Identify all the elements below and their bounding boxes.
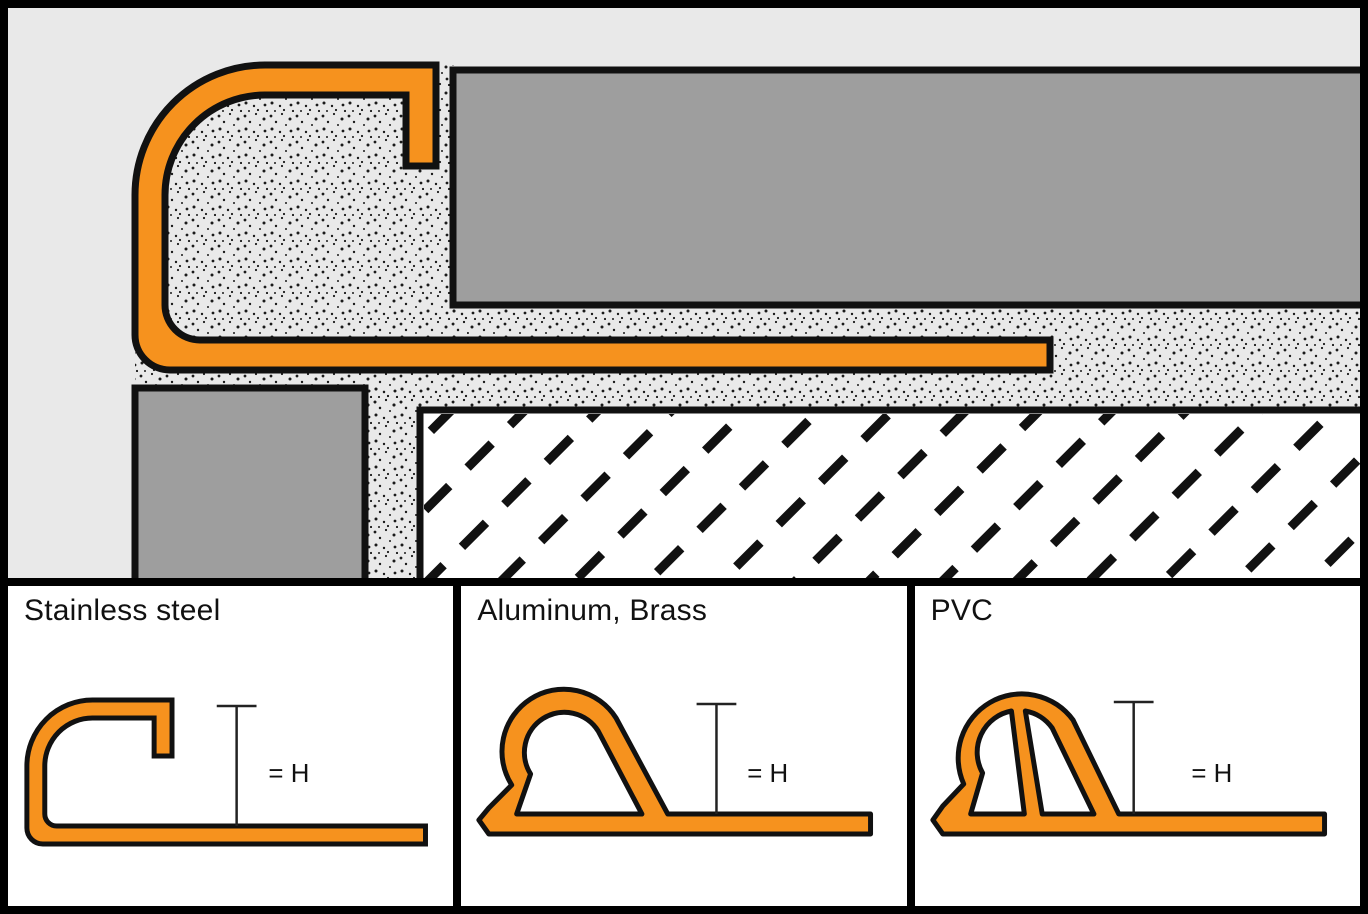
height-label: = H	[268, 760, 309, 788]
mortar-stipple-joint	[358, 388, 426, 578]
height-label: = H	[1191, 760, 1232, 788]
aluminum-brass-profile-drawing: = H	[476, 686, 874, 837]
substrate	[416, 406, 1360, 578]
panel-label: PVC	[930, 594, 993, 627]
panel-stainless-steel: Stainless steel = H	[8, 586, 454, 906]
installation-diagram-svg	[8, 8, 1360, 578]
material-variants-row: Stainless steel = H Aluminum, Brass = H	[8, 586, 1360, 906]
stainless-steel-profile-drawing: = H	[24, 697, 428, 847]
panel-aluminum-brass: Aluminum, Brass = H	[461, 586, 907, 906]
height-label: = H	[748, 760, 789, 788]
installation-cross-section	[8, 8, 1360, 578]
trim-profile-cross-section	[131, 61, 1054, 374]
tile-small	[131, 384, 369, 578]
profile-shape	[476, 686, 874, 837]
height-indicator: = H	[1113, 700, 1232, 814]
height-indicator: = H	[696, 702, 789, 814]
wall-corner-patch	[135, 65, 265, 195]
substrate-hatch	[424, 414, 1360, 578]
pvc-profile-drawing: = H	[930, 691, 1327, 837]
panel-pvc: PVC = H	[914, 586, 1360, 906]
height-indicator: = H	[216, 704, 309, 826]
profile-shape	[24, 697, 428, 847]
panel-label: Aluminum, Brass	[477, 594, 708, 627]
profile-shape	[930, 691, 1327, 837]
tile-large	[449, 66, 1360, 309]
panel-label: Stainless steel	[24, 594, 221, 627]
